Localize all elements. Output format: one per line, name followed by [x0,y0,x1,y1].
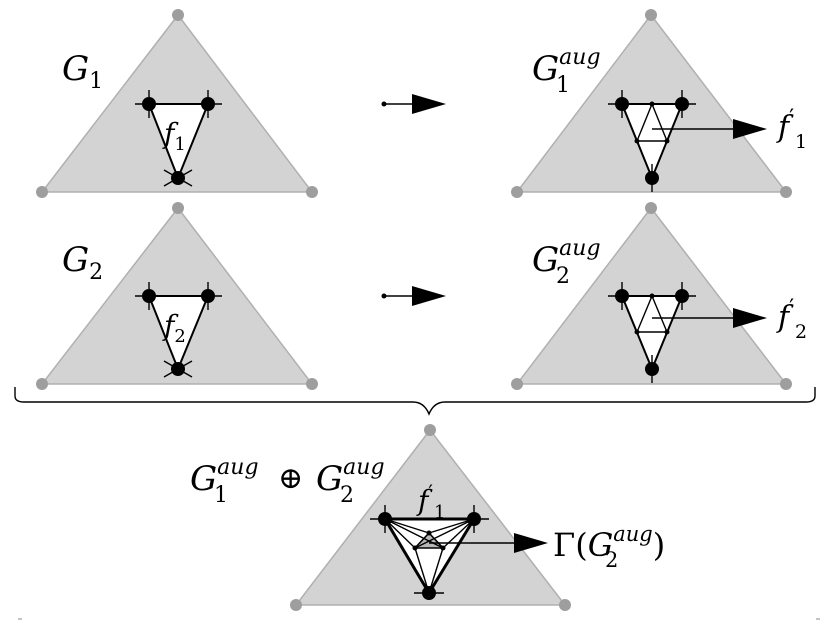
subdivision-vertex [664,329,670,335]
outer-vertex [780,378,792,390]
inner-vertex [615,97,629,111]
outer-vertex [645,202,657,214]
inner-vertex [645,362,659,376]
subdivision-vertex [634,329,640,335]
inner-vertex [171,362,185,376]
pointer-arrow-gamma [429,533,548,553]
pointer-arrow-f2-prime [652,308,767,328]
transform-arrow-1 [381,94,446,114]
inner-vertex [675,289,689,303]
inner-vertex [142,97,156,111]
subdivision-vertex [426,530,432,536]
label-combined-g1-sub: 1 [214,483,228,508]
outer-vertex [36,186,48,198]
inner-vertex [201,289,215,303]
inner-vertex [615,289,629,303]
panel-g2-aug: Gaug 2 f′ 2 [511,202,807,390]
subdivision-vertex [664,138,670,144]
inner-vertex [378,512,392,526]
outer-vertex [306,186,318,198]
label-combined-g2-sub: 2 [340,483,354,508]
label-f1-prime-sub: 1 [795,131,807,153]
face-f2 [147,295,210,372]
panel-g1-aug: Gaug 1 f′ 1 [511,9,807,198]
subdivision-vertex [412,545,418,551]
panel-g1: G1 f1 [36,9,318,198]
augmented-edges [636,103,668,142]
subdivision-vertex [440,545,446,551]
inner-vertex [171,171,185,185]
face-f1-prime-combined [382,517,477,596]
subdivision-vertex [649,101,655,107]
subdivision-vertex [634,138,640,144]
label-gamma-sub: 2 [605,548,618,572]
panel-combined: Gaug 1 ⊕ Gaug 2 f′ 1 Γ(Gaug) 2 [190,424,665,611]
inner-vertex [467,512,481,526]
label-g2-aug-sub: 2 [556,264,570,289]
label-gamma: Γ(Gaug) [553,522,665,564]
label-combined-g2: Gaug [316,455,385,499]
outer-vertex [424,424,436,436]
label-f2-prime: f′ [776,296,794,335]
outer-vertex [36,378,48,390]
outer-vertex [780,186,792,198]
inner-vertex [142,289,156,303]
outer-vertex [290,599,302,611]
outer-vertex [306,378,318,390]
outer-vertex [172,202,184,214]
outer-vertex [559,599,571,611]
label-g1-aug-sub: 1 [556,73,570,98]
face-f1 [147,103,210,181]
inner-vertex [422,586,436,600]
inner-vertex [675,97,689,111]
label-g2: G2 [62,240,103,285]
outer-vertex [511,186,523,198]
label-f2-prime-sub: 2 [795,321,807,343]
inner-vertex [201,97,215,111]
label-combined-f1-prime-sub: 1 [434,502,445,523]
outer-vertex [172,9,184,21]
inner-vertex [645,171,659,185]
pointer-arrow-f1-prime [652,119,767,139]
label-combined-g1: Gaug [190,455,259,499]
outer-vertex [645,9,657,21]
augmented-edges [636,295,668,333]
label-g1-aug: Gaug [532,45,601,89]
label-g1: G1 [62,49,103,94]
panel-g2: G2 f2 [36,202,318,390]
label-f1-prime: f′ [776,106,794,145]
subdivision-vertex [649,293,655,299]
label-g2-aug: Gaug [532,236,601,280]
outer-vertex [511,378,523,390]
combining-brace [14,387,816,416]
transform-arrow-2 [381,286,446,306]
oplus-symbol: ⊕ [278,461,303,496]
